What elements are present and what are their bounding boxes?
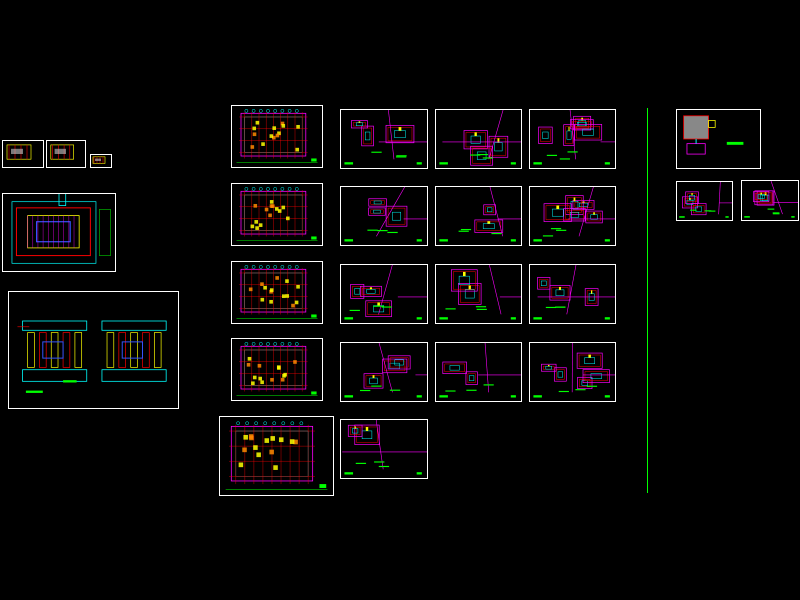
- drawing-sheet-parts-r3-c3[interactable]: [529, 264, 616, 324]
- drawing-sheet-detail-small-2[interactable]: [46, 140, 86, 168]
- sheet-drawing: [533, 343, 615, 398]
- drawing-sheet-parts-r2-c3[interactable]: [529, 186, 616, 246]
- separator-line: [647, 108, 648, 493]
- sheet-drawing: [344, 187, 427, 242]
- sheet-drawing: [533, 187, 615, 242]
- drawing-sheet-assembly-plan[interactable]: [2, 193, 116, 272]
- drawing-sheet-plan-2[interactable]: [231, 183, 323, 246]
- drawing-sheet-right-detail-2[interactable]: [676, 181, 733, 221]
- sheet-drawing: [439, 110, 521, 166]
- drawing-sheet-parts-r4-c1[interactable]: [340, 342, 428, 402]
- sheet-drawing: [236, 342, 318, 396]
- sheet-drawing: [17, 320, 167, 393]
- sheet-drawing: [439, 343, 521, 398]
- drawing-sheet-parts-r1-c1[interactable]: [340, 109, 428, 169]
- drawing-sheet-parts-r2-c1[interactable]: [340, 186, 428, 246]
- drawing-sheet-parts-r5-c1[interactable]: [340, 419, 428, 479]
- drawing-sheet-plan-1[interactable]: [231, 105, 323, 168]
- sheet-drawing: [439, 265, 521, 320]
- sheet-drawing: [344, 343, 427, 398]
- sheet-drawing: [11, 194, 111, 264]
- sheet-drawing: [344, 265, 427, 320]
- sheet-drawing: [236, 265, 318, 319]
- drawing-sheet-parts-r3-c1[interactable]: [340, 264, 428, 324]
- sheet-drawing: [533, 265, 615, 320]
- sheet-drawing: [236, 109, 318, 163]
- drawing-sheet-parts-r4-c2[interactable]: [435, 342, 522, 402]
- drawing-sheet-parts-r4-c3[interactable]: [529, 342, 616, 402]
- sheet-drawing: [6, 144, 32, 160]
- sheet-drawing: [236, 187, 318, 241]
- drawing-sheet-right-detail-3[interactable]: [741, 180, 799, 221]
- drawing-sheet-assembly-section[interactable]: [8, 291, 179, 409]
- sheet-drawing: [439, 187, 521, 242]
- sheet-drawing: [744, 181, 798, 218]
- drawing-sheet-parts-r1-c2[interactable]: [435, 109, 522, 169]
- sheet-drawing: [533, 110, 615, 165]
- sheet-drawing: [342, 420, 427, 475]
- drawing-sheet-detail-small-1[interactable]: [2, 140, 44, 168]
- sheet-drawing: [225, 421, 328, 490]
- drawing-sheet-right-detail-1[interactable]: [676, 109, 761, 169]
- sheet-drawing: [683, 115, 744, 155]
- drawing-sheet-plan-4[interactable]: [231, 338, 323, 401]
- sheet-drawing: [679, 182, 732, 218]
- drawing-sheet-plan-3[interactable]: [231, 261, 323, 324]
- drawing-sheet-parts-r3-c2[interactable]: [435, 264, 522, 324]
- drawing-sheet-parts-r1-c3[interactable]: [529, 109, 616, 169]
- sheet-drawing: [344, 110, 427, 165]
- drawing-sheet-detail-small-3[interactable]: [90, 154, 112, 168]
- drawing-sheet-plan-5[interactable]: [219, 416, 334, 496]
- sheet-drawing: [50, 144, 74, 160]
- drawing-sheet-parts-r2-c2[interactable]: [435, 186, 522, 246]
- sheet-drawing: [92, 156, 106, 164]
